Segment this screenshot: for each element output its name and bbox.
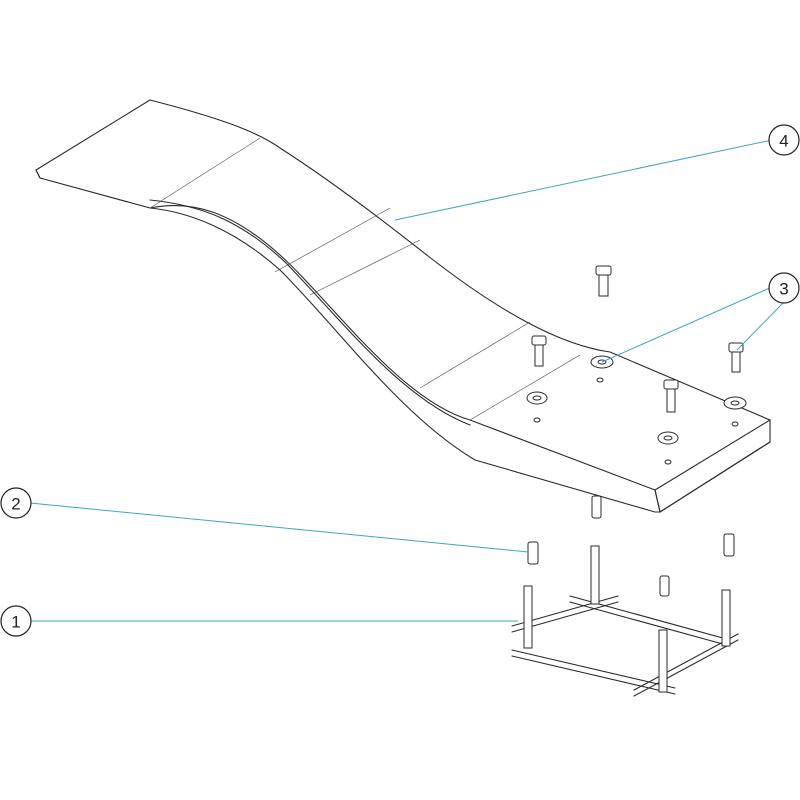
- board-panel-line-3: [309, 239, 421, 296]
- leader-line-2: [29, 502, 529, 553]
- bolt: [595, 265, 612, 297]
- board-bolts: [526, 265, 747, 465]
- leader-line-3b: [736, 301, 785, 351]
- callout-label-1: 1: [11, 613, 20, 632]
- spacer: [723, 533, 735, 557]
- frame-rod: [633, 633, 739, 691]
- leader-line-4: [394, 139, 773, 221]
- callout-label-3: 3: [779, 280, 788, 299]
- board-top-surface: [35, 99, 771, 513]
- spacer: [527, 541, 539, 565]
- callout-2: 2: [0, 487, 32, 519]
- spacer: [591, 495, 602, 519]
- callouts: 4 3 2 1: [0, 124, 800, 637]
- anchor-pin: [658, 629, 668, 693]
- bolt: [663, 379, 679, 413]
- spacers: [527, 495, 735, 597]
- board-panel-line-5: [469, 354, 581, 421]
- board-end-cap: [654, 419, 771, 513]
- callout-1: 1: [0, 605, 32, 637]
- callout-4: 4: [768, 124, 800, 156]
- spacer: [659, 575, 670, 597]
- frame-rod: [511, 649, 676, 689]
- board-front-edge: [35, 169, 661, 513]
- callout-3: 3: [768, 272, 800, 304]
- callout-label-2: 2: [11, 495, 20, 514]
- anchor-pin: [523, 585, 533, 649]
- diving-board: [35, 99, 771, 513]
- anchor-frame: [511, 545, 739, 697]
- callout-label-4: 4: [779, 132, 788, 151]
- anchor-pin: [590, 545, 600, 605]
- leader-line-3a: [601, 286, 773, 363]
- board-panel-line-4: [419, 321, 531, 389]
- bolt: [531, 335, 547, 367]
- board-panel-line-2: [274, 207, 391, 273]
- anchor-pin: [721, 589, 731, 647]
- bolt: [728, 342, 744, 373]
- board-panel-line-1: [149, 137, 261, 209]
